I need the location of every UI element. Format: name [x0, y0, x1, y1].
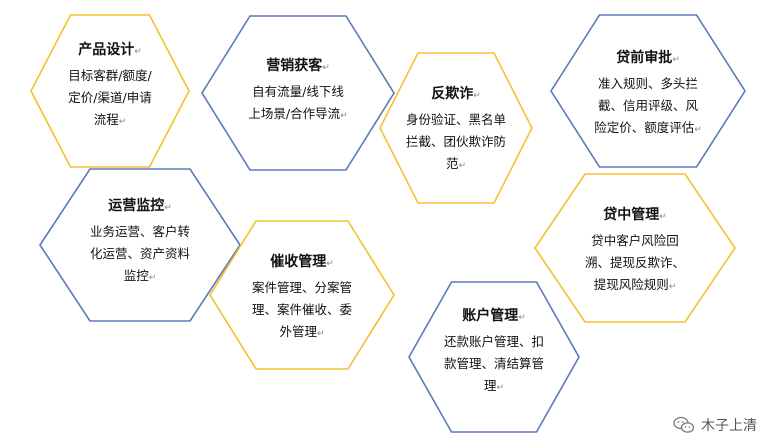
watermark-text: 木子上清 — [701, 418, 757, 434]
hexagon-line: 监控↵ — [123, 268, 157, 283]
return-mark: ↵ — [148, 273, 157, 283]
return-mark: ↵ — [668, 282, 677, 292]
hexagon-line: 上场景/合作导流↵ — [248, 106, 348, 121]
return-mark: ↵ — [473, 91, 481, 101]
return-mark: ↵ — [118, 117, 127, 127]
return-mark: ↵ — [672, 55, 680, 65]
hexagon-line: 定价/渠道/申请 — [68, 90, 152, 105]
hexagon-line: 截、信用评级、风 — [597, 98, 698, 113]
hexagon-line: 范↵ — [445, 156, 467, 171]
hexagon-text-operations: 运营监控↵ 业务运营、客户转化运营、资产资料监控↵ — [65, 196, 215, 289]
hexagon-line: 还款账户管理、扣 — [443, 334, 544, 349]
hexagon-line: 目标客群/额度/ — [68, 68, 152, 83]
hexagon-product-design — [30, 14, 190, 168]
return-mark: ↵ — [316, 329, 325, 339]
hexagon-line: 流程↵ — [93, 112, 127, 127]
hexagon-pre-loan — [550, 14, 746, 168]
hexagon-line: 身份验证、黑名单 — [405, 112, 506, 127]
return-mark: ↵ — [326, 259, 334, 269]
hexagon-title: 产品设计↵ — [78, 42, 142, 58]
hexagon-line: 险定价、额度评估↵ — [594, 120, 702, 135]
hexagon-text-account: 账户管理↵ 还款账户管理、扣款管理、清结算管理↵ — [419, 306, 569, 399]
return-mark: ↵ — [322, 63, 330, 73]
hexagon-collection — [209, 220, 395, 370]
hexagon-title: 反欺诈↵ — [431, 86, 481, 102]
hexagon-title: 催收管理↵ — [270, 254, 334, 270]
hexagon-line: 准入规则、多头拦 — [597, 76, 698, 91]
wechat-icon — [673, 416, 695, 433]
hexagon-marketing — [201, 15, 395, 171]
watermark: 木子上清 — [673, 415, 757, 435]
hexagon-operations — [39, 168, 241, 322]
hexagon-line: 自有流量/线下线 — [252, 84, 344, 99]
hexagon-line: 溯、提现反欺诈、 — [584, 255, 685, 270]
hexagon-text-pre-loan: 贷前审批↵ 准入规则、多头拦截、信用评级、风险定价、额度评估↵ — [578, 48, 718, 141]
hexagon-text-anti-fraud: 反欺诈↵ 身份验证、黑名单拦截、团伙欺诈防范↵ — [391, 84, 521, 177]
hexagon-line: 理、案件催收、委 — [251, 302, 352, 317]
hexagon-text-marketing: 营销获客↵ 自有流量/线下线上场景/合作导流↵ — [223, 56, 373, 127]
hexagon-text-product-design: 产品设计↵ 目标客群/额度/定价/渠道/申请流程↵ — [50, 40, 170, 133]
return-mark: ↵ — [496, 383, 505, 393]
return-mark: ↵ — [164, 203, 172, 213]
hexagon-title: 贷中管理↵ — [603, 207, 667, 223]
return-mark: ↵ — [340, 111, 348, 121]
hexagon-line: 拦截、团伙欺诈防 — [405, 134, 506, 149]
hexagon-title: 营销获客↵ — [266, 58, 330, 74]
hexagon-title: 贷前审批↵ — [616, 50, 680, 66]
hexagon-in-loan — [534, 173, 736, 323]
hexagon-line: 贷中客户风险回 — [591, 233, 679, 248]
hexagon-title: 账户管理↵ — [462, 308, 526, 324]
return-mark: ↵ — [134, 47, 142, 57]
hexagon-line: 外管理↵ — [279, 324, 325, 339]
hexagon-anti-fraud — [379, 52, 533, 204]
return-mark: ↵ — [659, 212, 667, 222]
hexagon-text-in-loan: 贷中管理↵ 贷中客户风险回溯、提现反欺诈、提现风险规则↵ — [565, 205, 705, 298]
return-mark: ↵ — [694, 125, 702, 135]
hexagon-line: 款管理、清结算管 — [443, 356, 544, 371]
hexagon-line: 化运营、资产资料 — [89, 246, 190, 261]
hexagon-line: 理↵ — [483, 378, 505, 393]
hexagon-account — [408, 281, 580, 433]
hexagon-line: 业务运营、客户转 — [89, 224, 190, 239]
hexagon-line: 案件管理、分案管 — [251, 280, 352, 295]
return-mark: ↵ — [518, 313, 526, 323]
hexagon-text-collection: 催收管理↵ 案件管理、分案管理、案件催收、委外管理↵ — [227, 252, 377, 345]
hexagon-title: 运营监控↵ — [108, 198, 172, 214]
hexagon-line: 提现风险规则↵ — [593, 277, 677, 292]
return-mark: ↵ — [458, 161, 467, 171]
